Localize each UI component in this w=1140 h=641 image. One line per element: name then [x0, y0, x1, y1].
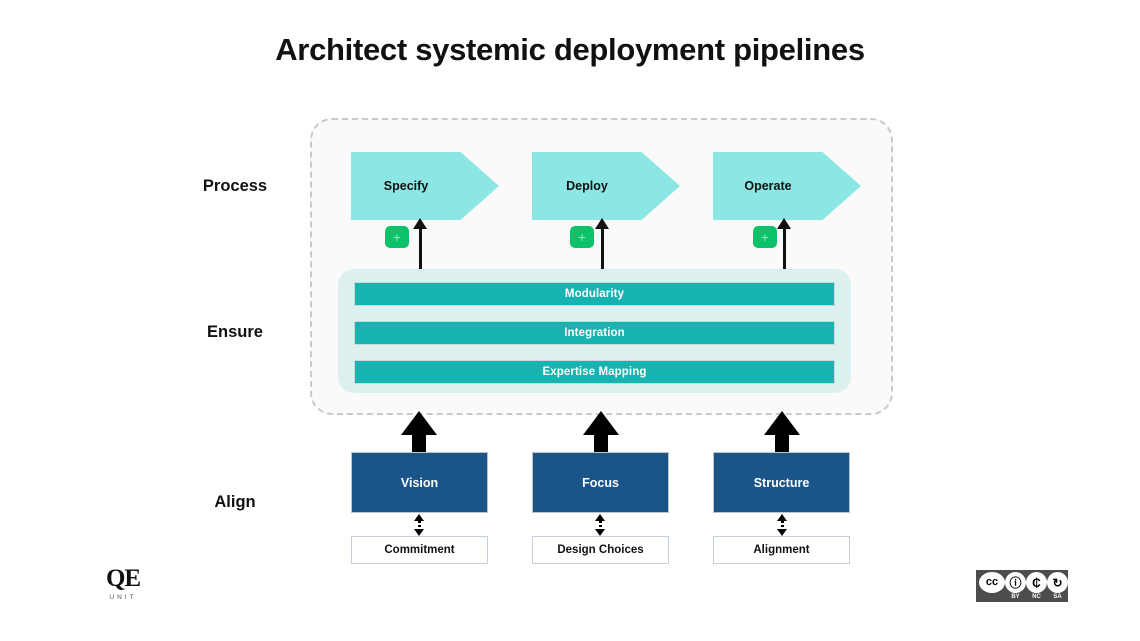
align-box[interactable]: Structure — [713, 452, 850, 513]
row-label-process: Process — [202, 177, 268, 195]
double-arrow-icon — [775, 514, 789, 536]
cc-item-sa: ↻ SA — [1047, 572, 1068, 600]
align-box-label: Structure — [753, 475, 810, 490]
arrow-head — [583, 411, 619, 435]
arrow-head — [595, 218, 609, 229]
align-sub-box-label: Design Choices — [557, 544, 644, 556]
plus-icon[interactable]: + — [753, 226, 777, 248]
plus-icon[interactable]: + — [570, 226, 594, 248]
ensure-bar[interactable]: Expertise Mapping — [354, 360, 835, 384]
ensure-bar-label: Expertise Mapping — [542, 366, 647, 378]
align-box[interactable]: Vision — [351, 452, 488, 513]
process-step-label: Operate — [744, 179, 792, 193]
arrow-shaft — [418, 227, 422, 286]
align-sub-box-label: Commitment — [384, 544, 455, 556]
cc-label: BY — [1011, 594, 1020, 600]
up-arrow-icon — [413, 218, 427, 286]
cc-sharealike-icon: ↻ — [1047, 572, 1068, 593]
thick-up-arrow-icon — [764, 411, 800, 455]
arrow-shaft — [782, 227, 786, 286]
arrow-head-up — [777, 514, 787, 521]
process-step-label: Specify — [383, 179, 429, 193]
ensure-bars-container: Modularity Integration Expertise Mapping — [338, 269, 851, 393]
thick-up-arrow-icon — [583, 411, 619, 455]
arrow-shaft — [775, 433, 789, 455]
align-sub-box[interactable]: Design Choices — [532, 536, 669, 564]
cc-noncommercial-icon: ₵ — [1026, 572, 1047, 593]
cc-item-by: ⓘ BY — [1005, 572, 1026, 600]
cc-item-nc: ₵ NC — [1026, 572, 1047, 600]
cc-item-cc: cc CC — [979, 572, 1005, 600]
align-box-label: Vision — [400, 475, 439, 490]
up-arrow-icon — [595, 218, 609, 286]
up-arrow-icon — [777, 218, 791, 286]
creative-commons-badge: cc CC ⓘ BY ₵ NC ↻ SA — [976, 570, 1068, 602]
page-title: Architect systemic deployment pipelines — [275, 32, 865, 67]
cc-circle-icon: cc — [979, 572, 1005, 593]
ensure-bar-label: Integration — [564, 327, 625, 339]
arrow-dashed-shaft — [598, 521, 602, 529]
align-sub-box[interactable]: Commitment — [351, 536, 488, 564]
arrow-head-down — [414, 529, 424, 536]
process-step-label: Deploy — [566, 179, 608, 193]
ensure-bar-label: Modularity — [564, 288, 625, 300]
arrow-head-up — [595, 514, 605, 521]
cc-person-icon: ⓘ — [1005, 572, 1026, 593]
arrow-shaft — [412, 433, 426, 455]
align-sub-box[interactable]: Alignment — [713, 536, 850, 564]
align-box-label: Focus — [582, 475, 619, 490]
arrow-head — [764, 411, 800, 435]
arrow-head — [777, 218, 791, 229]
arrow-dashed-shaft — [417, 521, 421, 529]
plus-icon[interactable]: + — [385, 226, 409, 248]
align-sub-box-label: Alignment — [753, 544, 810, 556]
cc-label: NC — [1032, 594, 1041, 600]
double-arrow-icon — [412, 514, 426, 536]
qe-unit-logo: QE UNIT — [88, 566, 158, 601]
thick-up-arrow-icon — [401, 411, 437, 455]
cc-label: SA — [1053, 594, 1062, 600]
arrow-head — [401, 411, 437, 435]
double-arrow-icon — [593, 514, 607, 536]
align-box[interactable]: Focus — [532, 452, 669, 513]
arrow-head-up — [414, 514, 424, 521]
arrow-head-down — [777, 529, 787, 536]
arrow-shaft — [600, 227, 604, 286]
ensure-bar[interactable]: Modularity — [354, 282, 835, 306]
arrow-head-down — [595, 529, 605, 536]
arrow-dashed-shaft — [780, 521, 784, 529]
row-label-ensure: Ensure — [207, 323, 263, 341]
ensure-bar[interactable]: Integration — [354, 321, 835, 345]
row-label-align: Align — [214, 493, 256, 511]
logo-mark: QE — [105, 565, 141, 592]
arrow-head — [413, 218, 427, 229]
logo-wordmark: UNIT — [109, 594, 137, 601]
arrow-shaft — [594, 433, 608, 455]
